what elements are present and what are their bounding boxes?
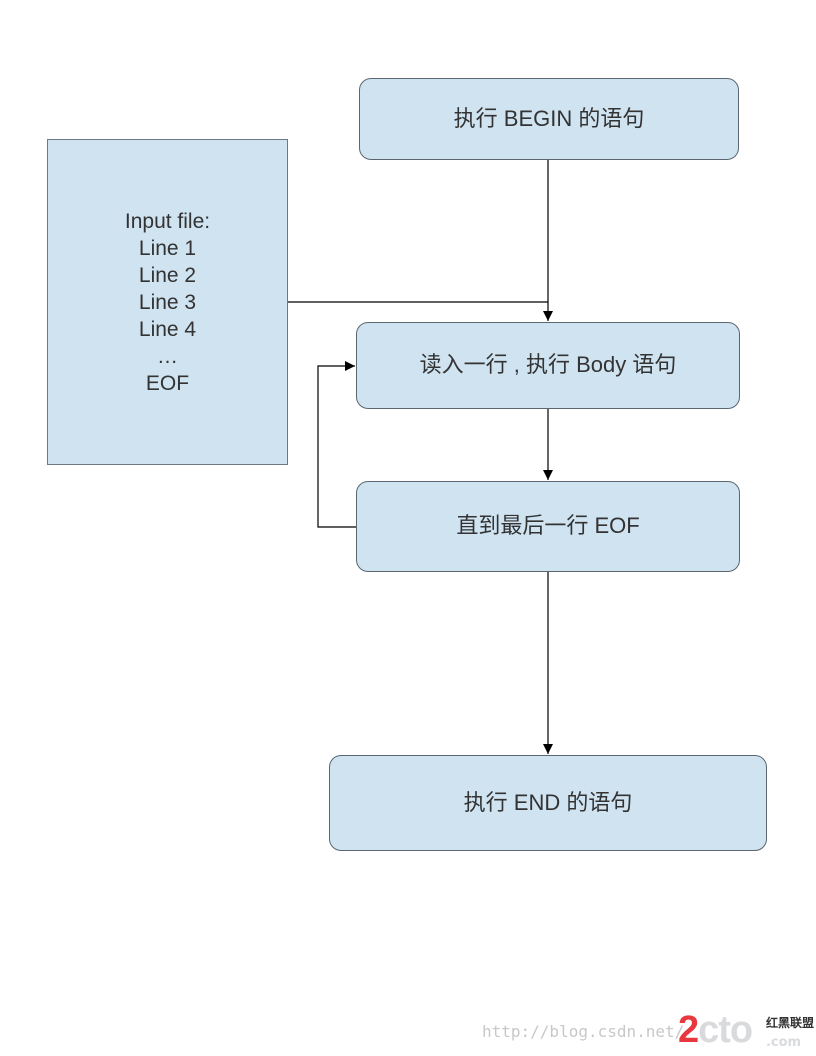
- logo-wordmark: 2cto: [678, 1008, 753, 1052]
- read-line-step-box: 读入一行 , 执行 Body 语句: [356, 322, 740, 409]
- input-file-line: Line 1: [138, 236, 197, 260]
- logo-digit: 2: [678, 1009, 699, 1051]
- arrow-loop-back: [317, 361, 356, 528]
- until-eof-step-box: 直到最后一行 EOF: [356, 481, 740, 572]
- site-logo: 2cto 红黑联盟 .com: [678, 1008, 816, 1052]
- read-line-step-label: 读入一行 , 执行 Body 语句: [419, 352, 677, 378]
- input-file-line: EOF: [145, 371, 190, 395]
- logo-domain: .com: [765, 1035, 802, 1050]
- logo-subtitle: 红黑联盟 .com: [766, 1014, 814, 1050]
- input-file-box: Input file: Line 1 Line 2 Line 3 Line 4 …: [47, 139, 288, 465]
- input-file-line: Line 4: [138, 317, 197, 341]
- watermark-url: http://blog.csdn.net/: [482, 1022, 685, 1041]
- input-file-line: Input file:: [124, 209, 211, 233]
- input-file-line: Line 3: [138, 290, 197, 314]
- input-file-line: Line 2: [138, 263, 197, 287]
- logo-sub-text: 红黑联盟: [765, 1016, 814, 1030]
- until-eof-step-label: 直到最后一行 EOF: [456, 513, 640, 539]
- logo-rest: cto: [698, 1009, 753, 1051]
- input-file-line: …: [157, 344, 178, 368]
- begin-step-box: 执行 BEGIN 的语句: [359, 78, 739, 160]
- end-step-box: 执行 END 的语句: [329, 755, 767, 851]
- end-step-label: 执行 END 的语句: [463, 789, 633, 815]
- begin-step-label: 执行 BEGIN 的语句: [453, 105, 645, 131]
